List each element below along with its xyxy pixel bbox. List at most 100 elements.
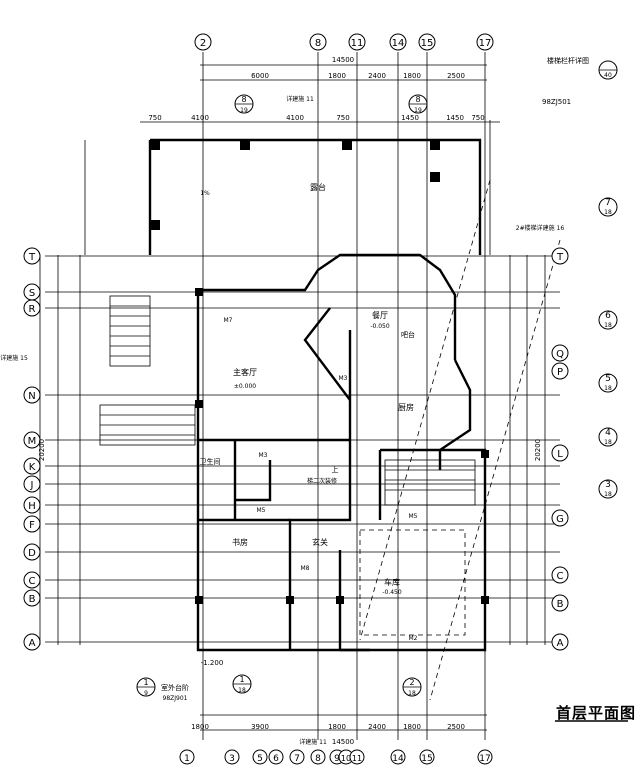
detail-ref-sheet: 18 bbox=[604, 322, 612, 329]
diagonal-guide-line-2 bbox=[429, 239, 561, 701]
axis-label: 17 bbox=[479, 754, 490, 764]
axis-label: 9 bbox=[334, 754, 340, 764]
dimension-value: 1800 bbox=[191, 723, 209, 731]
detail-ref-sheet: 18 bbox=[238, 687, 246, 694]
dimension-value: 1800 bbox=[403, 72, 421, 80]
outdoor-elevation: -1.200 bbox=[201, 659, 224, 667]
room-label-kitchen: 厨房 bbox=[398, 402, 414, 412]
axis-label: P bbox=[557, 367, 563, 378]
dimension-total-right: 20200 bbox=[534, 439, 542, 461]
right-axis-labels: 7 T 6 Q P 5 4 L 3 G C B A bbox=[551, 197, 618, 651]
axis-label: K bbox=[29, 462, 36, 473]
axis-label: A bbox=[557, 638, 564, 649]
room-label-bathroom: 卫生间 bbox=[200, 457, 221, 466]
diagonal-guide-line bbox=[359, 179, 491, 641]
dimension-value: 4100 bbox=[191, 114, 209, 122]
room-labels: 主客厅 ±0.000 餐厅 -0.050 吧台 厨房 卫生间 书房 玄关 车库 … bbox=[0, 95, 564, 746]
dimension-text: 14500 6000 1800 2400 1800 2500 750 4100 … bbox=[38, 56, 542, 746]
drawing-title: 首层平面图 bbox=[556, 704, 637, 722]
axis-label: 2 bbox=[200, 38, 206, 49]
note-label: 详建施 15 bbox=[0, 354, 28, 362]
axis-label: 10 bbox=[341, 754, 351, 763]
axis-label: N bbox=[28, 391, 35, 402]
dimension-value: 3900 bbox=[251, 723, 269, 731]
dimension-total-bottom: 14500 bbox=[332, 738, 354, 746]
outdoor-step-code: 98ZJ901 bbox=[163, 695, 188, 702]
dimension-value: 2400 bbox=[368, 72, 386, 80]
room-label-dining: 餐厅 bbox=[372, 311, 388, 320]
axis-label: 3 bbox=[605, 480, 611, 490]
axis-label: 14 bbox=[392, 754, 404, 764]
garage-car-outline bbox=[359, 529, 466, 636]
detail-ref-sheet: 40 bbox=[604, 72, 612, 79]
dimension-value: 750 bbox=[471, 114, 484, 122]
door-label: M3 bbox=[339, 375, 348, 382]
door-label: M3 bbox=[259, 452, 268, 459]
axis-label: 15 bbox=[421, 38, 434, 49]
axis-label: R bbox=[29, 304, 36, 315]
detail-ref-number: 1 bbox=[239, 675, 244, 684]
axis-label: F bbox=[29, 520, 35, 531]
axis-label: H bbox=[28, 501, 36, 512]
stair-ref-code: 98ZJ501 bbox=[542, 98, 572, 106]
door-label: M2 bbox=[409, 635, 418, 642]
room-elevation: -0.450 bbox=[382, 589, 402, 596]
room-label-garage: 车库 bbox=[384, 577, 400, 587]
dimension-value: 1450 bbox=[401, 114, 419, 122]
detail-ref-sheet: 9 bbox=[144, 690, 148, 697]
top-axis-labels: 2 8 11 14 15 17 bbox=[194, 33, 494, 51]
axis-label: 5 bbox=[605, 374, 611, 384]
room-label-terrace: 露台 bbox=[310, 182, 326, 192]
outdoor-step-label: 室外台阶 bbox=[161, 683, 189, 692]
note-label: 2#楼梯详建施 16 bbox=[516, 224, 565, 232]
axis-label: 5 bbox=[257, 754, 263, 764]
axis-label: S bbox=[29, 288, 35, 299]
detail-ref-sheet: 18 bbox=[604, 439, 612, 446]
room-elevation: -0.050 bbox=[370, 323, 390, 330]
note-label: 详建施 11 bbox=[286, 95, 314, 103]
axis-label: 7 bbox=[294, 754, 300, 764]
axis-label: 6 bbox=[605, 311, 611, 321]
axis-label: T bbox=[556, 252, 564, 263]
slope-label: 1% bbox=[200, 190, 210, 197]
dimension-value: 2400 bbox=[368, 723, 386, 731]
room-label-study: 书房 bbox=[232, 537, 248, 547]
axis-label: C bbox=[29, 576, 36, 587]
axis-label: A bbox=[29, 638, 36, 649]
dimension-total-left: 20200 bbox=[38, 439, 46, 461]
stair-up-label: 上 bbox=[332, 465, 339, 474]
building-walls bbox=[148, 138, 487, 652]
dimension-value: 2500 bbox=[447, 723, 465, 731]
detail-ref-number: 8 bbox=[415, 95, 420, 104]
axis-label: G bbox=[556, 514, 564, 525]
room-elevation: ±0.000 bbox=[234, 383, 256, 390]
dimension-value: 1800 bbox=[328, 72, 346, 80]
note-label: 详建施 11 bbox=[299, 738, 327, 746]
axis-label: M bbox=[28, 436, 37, 447]
bottom-axis-labels: 1 3 5 6 7 8 9 10 11 14 15 17 bbox=[179, 749, 493, 765]
axis-label: J bbox=[30, 480, 34, 491]
axis-label: 6 bbox=[273, 754, 279, 764]
axis-label: Q bbox=[556, 349, 564, 360]
axis-label: 1 bbox=[184, 754, 190, 764]
door-label: M7 bbox=[224, 317, 233, 324]
dimension-value: 750 bbox=[148, 114, 161, 122]
axis-label: 15 bbox=[421, 754, 432, 764]
dimension-value: 1800 bbox=[403, 723, 421, 731]
room-label-bar: 吧台 bbox=[401, 330, 415, 339]
door-label: M5 bbox=[257, 507, 266, 514]
axis-label: 7 bbox=[605, 198, 611, 208]
axis-label: L bbox=[557, 449, 563, 460]
axis-label: 4 bbox=[605, 428, 611, 438]
dimension-value: 1800 bbox=[328, 723, 346, 731]
left-axis-labels: T S R N M K J H F D C B A bbox=[23, 247, 41, 651]
stairs bbox=[99, 295, 476, 506]
stair-note: 梯二次装修 bbox=[307, 477, 337, 485]
detail-ref-sheet: 18 bbox=[604, 209, 612, 216]
detail-ref-number: 2 bbox=[409, 678, 414, 687]
axis-label: B bbox=[557, 599, 564, 610]
axis-label: 17 bbox=[479, 38, 492, 49]
axis-label: B bbox=[29, 594, 36, 605]
axis-label: C bbox=[557, 571, 564, 582]
